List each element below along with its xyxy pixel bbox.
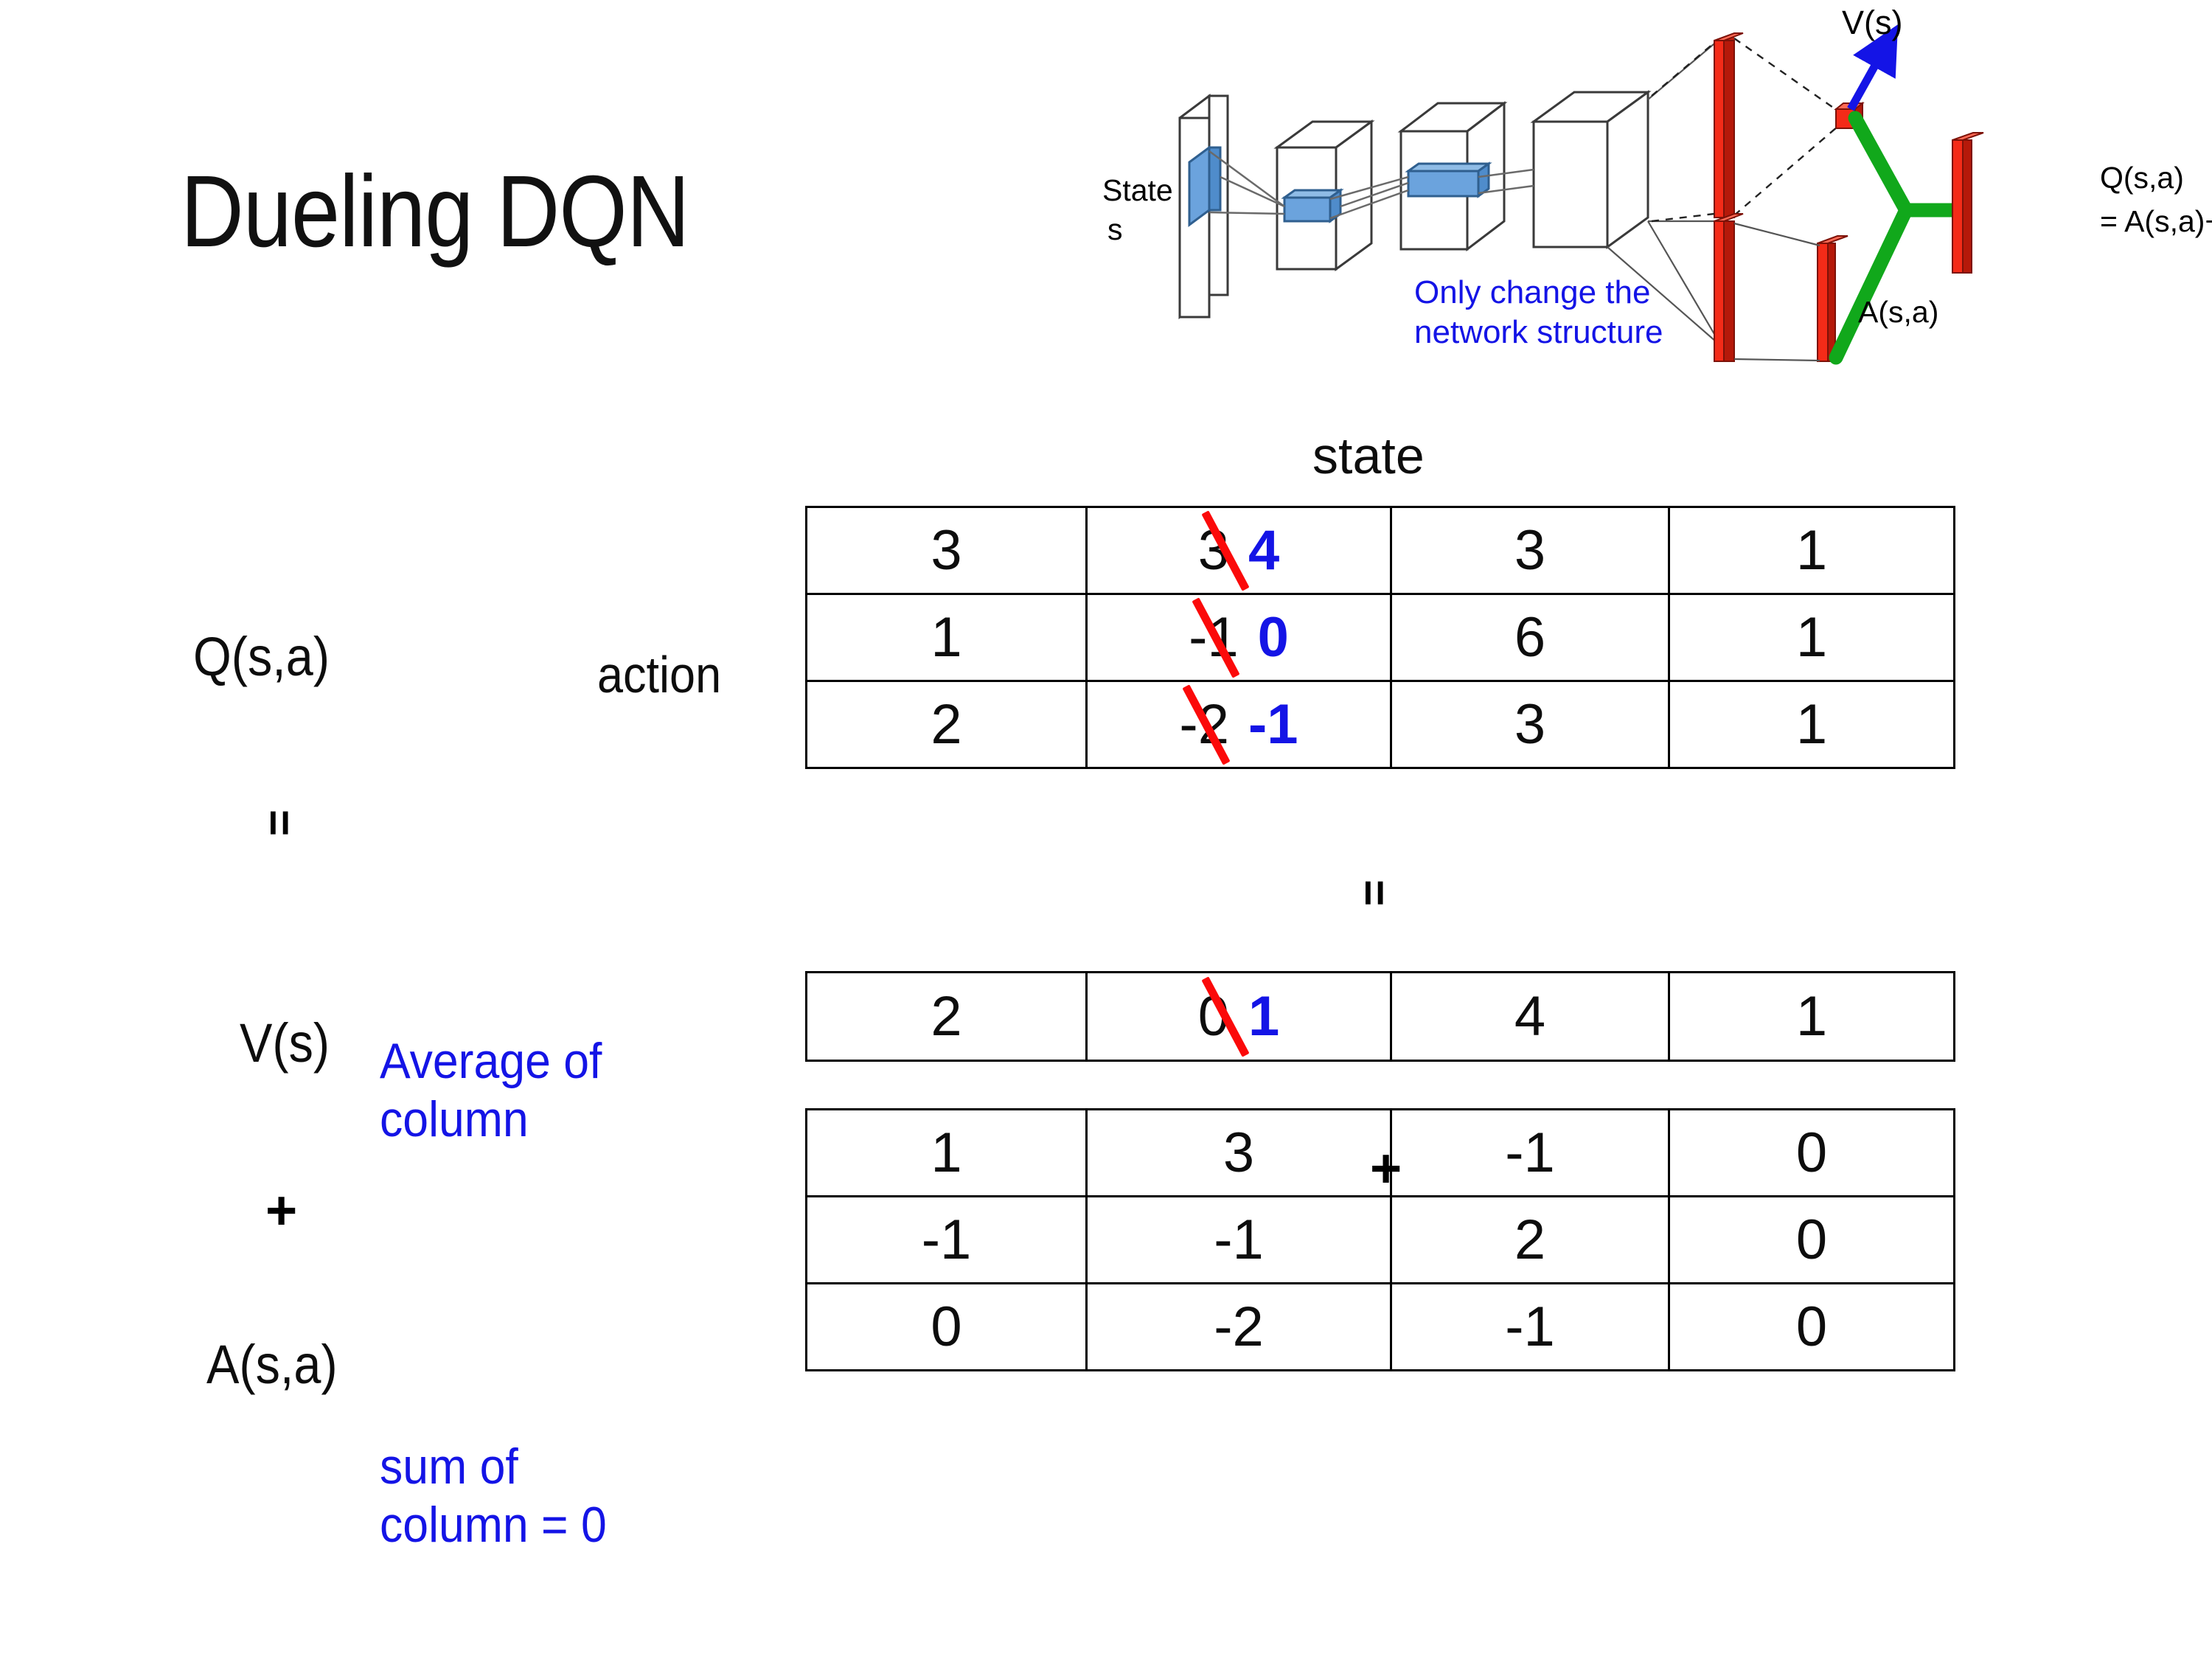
table-cell: 1 xyxy=(1668,593,1955,682)
table-cell: 3 xyxy=(805,506,1088,595)
table-cell-edited: -1 0 xyxy=(1085,593,1392,682)
diagram-note-line1: Only change the xyxy=(1414,274,1651,310)
sum-of-column-note: sum of column = 0 xyxy=(380,1438,607,1554)
table-cell: -1 xyxy=(1390,1108,1670,1197)
diagram-q-label-line1: Q(s,a) xyxy=(2100,161,2184,195)
diagram-note: Only change the network structure xyxy=(1414,273,1663,352)
value-arrow-icon xyxy=(1847,24,1899,111)
table-cell: 4 xyxy=(1390,971,1670,1062)
table-cell: 3 xyxy=(1085,1108,1392,1197)
table-cell: 1 xyxy=(1668,506,1955,595)
advantage-links xyxy=(1733,222,1820,362)
diagram-v-label: V(s) xyxy=(1842,4,1903,41)
merge-connector-icon xyxy=(1829,111,1965,365)
corrected-new-value: 4 xyxy=(1248,519,1280,582)
table-cell: -1 xyxy=(1085,1195,1392,1284)
q-table-label: Q(s,a) xyxy=(193,626,330,687)
corrected-new-value: 0 xyxy=(1257,606,1289,669)
struck-old-value: -1 xyxy=(1189,606,1239,669)
diagram-state-label: State xyxy=(1102,173,1173,207)
corrected-new-value: -1 xyxy=(1248,693,1298,756)
sum-note-line2: column = 0 xyxy=(380,1496,607,1553)
sum-note-line1: sum of xyxy=(380,1439,518,1495)
input-filter-icon xyxy=(1188,145,1222,227)
a-table-label: A(s,a) xyxy=(206,1334,338,1395)
table-cell: 0 xyxy=(1668,1195,1955,1284)
equals-operator-left: = xyxy=(254,809,305,837)
value-stream-bar-icon xyxy=(1714,32,1744,218)
table-cell: 2 xyxy=(805,971,1088,1062)
table-cell: 1 xyxy=(805,593,1088,682)
advantage-vector-bar-icon xyxy=(1817,235,1848,362)
diagram-a-label: A(s,a) xyxy=(1858,295,1939,329)
table-cell: 2 xyxy=(1390,1195,1670,1284)
q-output-bar-icon xyxy=(1952,132,1984,274)
action-axis-label: action xyxy=(597,646,722,703)
conv-cube-3-icon xyxy=(1530,90,1652,249)
advantage-stream-bar-icon xyxy=(1714,213,1744,362)
table-cell: 1 xyxy=(1668,680,1955,769)
table-cell: 2 xyxy=(805,680,1088,769)
table-cell: 0 xyxy=(1668,1282,1955,1371)
layer-connections xyxy=(1208,150,1534,220)
struck-old-value: 0 xyxy=(1197,985,1229,1048)
table-cell: 3 xyxy=(1390,680,1670,769)
struck-old-value: -2 xyxy=(1179,693,1229,756)
network-architecture-svg xyxy=(1178,24,1984,365)
v-table-label: V(s) xyxy=(240,1012,330,1074)
state-axis-label: state xyxy=(1312,427,1425,484)
corrected-new-value: 1 xyxy=(1248,985,1280,1048)
table-cell: 3 xyxy=(1390,506,1670,595)
table-cell: 6 xyxy=(1390,593,1670,682)
diagram-q-label-line2: = A(s,a)+V(s) xyxy=(2100,204,2212,238)
table-cell-edited: -2 -1 xyxy=(1085,680,1392,769)
equals-operator-mid: = xyxy=(1349,879,1400,907)
struck-old-value: 3 xyxy=(1197,519,1229,582)
diagram-note-line2: network structure xyxy=(1414,313,1663,350)
conv-filter-1-icon xyxy=(1281,188,1344,223)
average-note-line2: column xyxy=(380,1091,529,1147)
plus-operator-left: + xyxy=(265,1180,298,1241)
conv-filter-2-icon xyxy=(1405,161,1492,198)
average-of-column-note: Average of column xyxy=(380,1032,602,1149)
page-title: Dueling DQN xyxy=(181,155,690,268)
value-dashed-links xyxy=(1651,38,1838,223)
table-cell: 0 xyxy=(805,1282,1088,1371)
table-cell: -1 xyxy=(805,1195,1088,1284)
table-cell: -2 xyxy=(1085,1282,1392,1371)
diagram-state-subscript: s xyxy=(1107,212,1123,246)
dueling-network-diagram: State s V(s) Q(s,a) = A(s,a)+V(s) A(s,a)… xyxy=(1091,0,2212,413)
table-cell: 1 xyxy=(805,1108,1088,1197)
table-cell: -1 xyxy=(1390,1282,1670,1371)
table-cell: 0 xyxy=(1668,1108,1955,1197)
table-cell: 1 xyxy=(1668,971,1955,1062)
input-plane-icon xyxy=(1178,94,1229,319)
average-note-line1: Average of xyxy=(380,1033,602,1089)
